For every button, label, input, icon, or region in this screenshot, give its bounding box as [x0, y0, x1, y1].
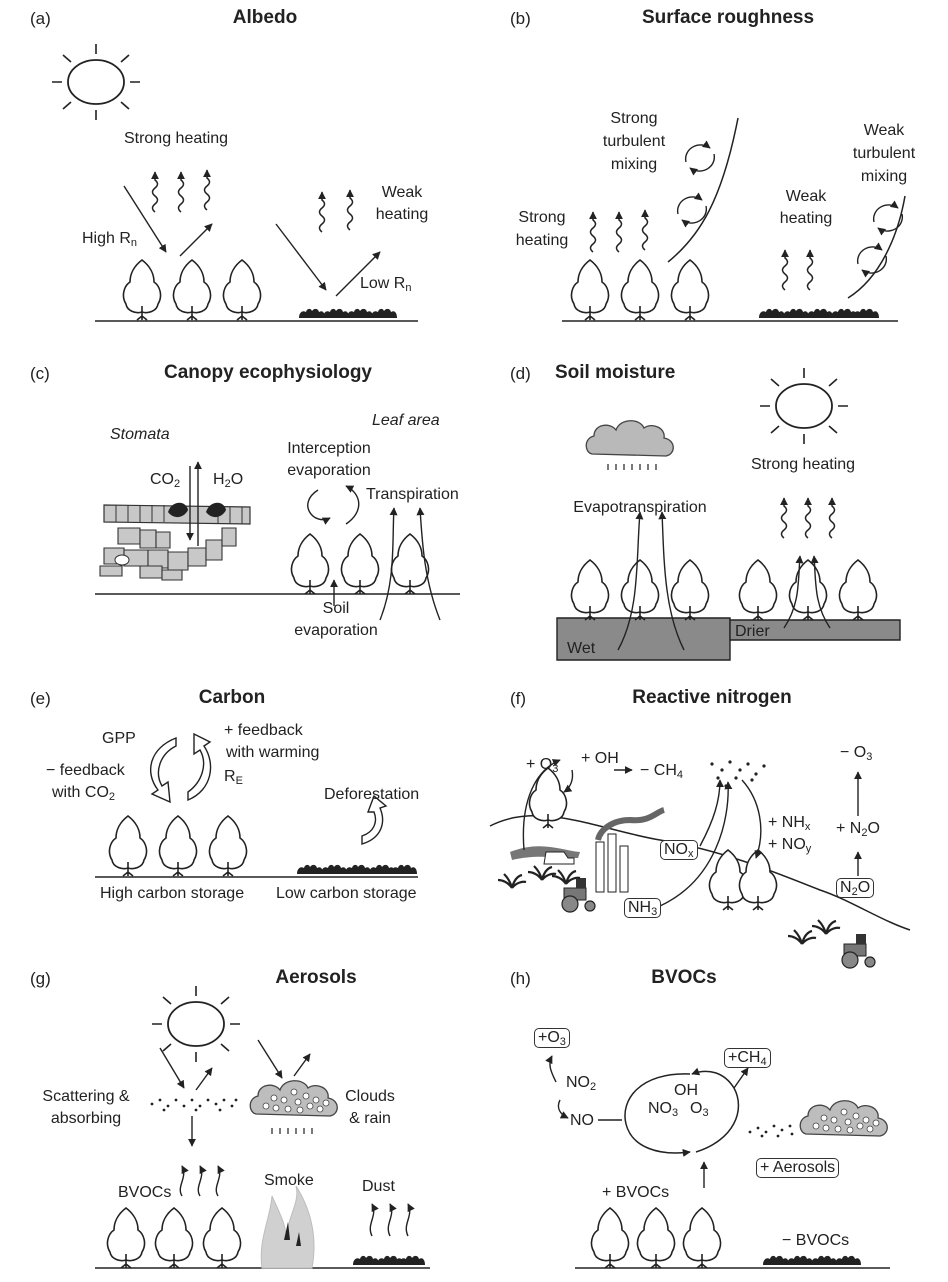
panel-c-label: (c): [30, 364, 50, 383]
bvocs-g-label: BVOCs: [118, 1184, 172, 1201]
plus-n2o-label: + N2O: [836, 820, 880, 839]
pos-feedback-2: with warming: [226, 744, 320, 761]
smoke-label: Smoke: [264, 1172, 314, 1189]
nh3-box: NH3: [624, 898, 662, 918]
weak-mixing-1: Weak: [863, 122, 905, 139]
strong-mixing-1: Strong: [610, 110, 658, 127]
re-label: RE: [224, 768, 243, 787]
strong-mixing-3: mixing: [610, 156, 658, 173]
neg-feedback-1: − feedback: [46, 762, 125, 779]
soil-label: Soil: [322, 600, 350, 617]
weak-heating-label-2: heating: [375, 206, 429, 223]
plus-o3-label: + O3: [526, 756, 559, 775]
interception-evap-label: evaporation: [287, 462, 371, 479]
soil-evaporation-label: evaporation: [294, 622, 378, 639]
panel-d: [556, 367, 901, 661]
drier-label: Drier: [735, 623, 770, 640]
weak-heating-label-1: Weak: [381, 184, 423, 201]
strong-heating-d: Strong heating: [750, 456, 856, 473]
strong-heating-b-2: heating: [515, 232, 569, 249]
high-rn-label: High Rn: [82, 230, 138, 249]
low-carbon-label: Low carbon storage: [276, 885, 417, 902]
interception-label: Interception: [287, 440, 371, 457]
dust-label: Dust: [362, 1178, 395, 1195]
leaf-area-label: Leaf area: [372, 412, 440, 429]
co2-label: CO2: [150, 471, 181, 490]
panel-g: [95, 985, 430, 1269]
minus-ch4-label: − CH4: [640, 762, 684, 781]
panel-b-title: Surface roughness: [641, 7, 815, 28]
strong-heating-b-1: Strong: [518, 209, 566, 226]
scattering-label-2: absorbing: [50, 1110, 122, 1127]
strong-heating-label: Strong heating: [123, 130, 229, 147]
panel-a-label: (a): [30, 9, 51, 28]
minus-o3-label: − O3: [840, 744, 873, 763]
weak-mixing-3: mixing: [860, 168, 908, 185]
panel-e-label: (e): [30, 689, 51, 708]
weak-heating-b-2: heating: [779, 210, 833, 227]
panel-g-label: (g): [30, 969, 51, 988]
nox-box: NOx: [660, 840, 698, 860]
plus-nhx-label: + NHx: [768, 814, 811, 833]
wet-label: Wet: [567, 640, 596, 657]
weak-mixing-2: turbulent: [852, 145, 916, 162]
evapotranspiration-label: Evapotranspiration: [573, 499, 707, 516]
weak-heating-b-1: Weak: [785, 188, 827, 205]
panel-h: [545, 1055, 890, 1269]
ch4-box: +CH4: [724, 1048, 771, 1068]
low-rn-label: Low Rn: [360, 275, 412, 294]
o3-box: +O3: [534, 1028, 570, 1048]
plus-oh-label: + OH: [581, 750, 619, 767]
panel-f-title: Reactive nitrogen: [632, 687, 792, 708]
panel-b: [562, 117, 906, 322]
panel-a: [51, 43, 418, 322]
panel-b-label: (b): [510, 9, 531, 28]
no-label: NO: [570, 1112, 594, 1129]
aerosols-box: + Aerosols: [756, 1158, 840, 1178]
panel-e: [95, 732, 418, 878]
panel-d-label: (d): [510, 364, 531, 383]
pos-feedback-1: + feedback: [224, 722, 303, 739]
oh-label: OH: [674, 1082, 698, 1099]
no2-label: NO2: [566, 1074, 597, 1093]
n2o-box: N2O: [836, 878, 875, 898]
strong-mixing-2: turbulent: [602, 133, 666, 150]
stomata-label: Stomata: [110, 426, 170, 443]
panel-e-title: Carbon: [198, 687, 266, 708]
panel-g-title: Aerosols: [275, 967, 357, 988]
panel-f-label: (f): [510, 689, 527, 708]
scattering-label-1: Scattering &: [42, 1088, 130, 1105]
panel-c: [95, 461, 460, 621]
panel-f: [489, 759, 911, 969]
panel-c-title: Canopy ecophysiology: [164, 362, 372, 383]
panel-d-title: Soil moisture: [555, 362, 676, 383]
o3-h-label: O3: [690, 1100, 709, 1119]
transpiration-label: Transpiration: [366, 486, 459, 503]
plus-bvocs-label: + BVOCs: [602, 1184, 670, 1201]
plus-noy-label: + NOy: [768, 836, 812, 855]
panel-h-label: (h): [510, 969, 531, 988]
no3-label: NO3: [648, 1100, 679, 1119]
neg-feedback-2: with CO2: [52, 784, 116, 803]
minus-bvocs-label: − BVOCs: [782, 1232, 850, 1249]
high-carbon-label: High carbon storage: [100, 885, 245, 902]
h2o-label: H2O: [213, 471, 244, 490]
clouds-label-1: Clouds: [345, 1088, 395, 1105]
gpp-label: GPP: [102, 730, 136, 747]
panel-a-title: Albedo: [232, 7, 298, 28]
deforestation-label: Deforestation: [324, 786, 420, 803]
clouds-label-2: & rain: [349, 1110, 391, 1127]
panel-h-title: BVOCs: [651, 967, 717, 988]
